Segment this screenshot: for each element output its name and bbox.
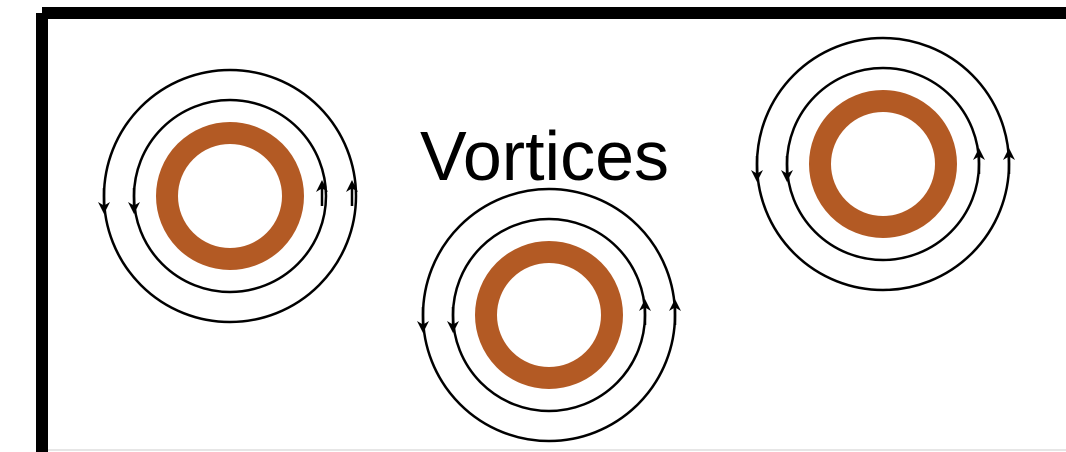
streamline-outer bbox=[423, 189, 675, 441]
diagram-title: Vortices bbox=[420, 117, 669, 195]
vortex-right bbox=[757, 38, 1009, 290]
vortex-left bbox=[104, 70, 356, 322]
streamline-outer bbox=[757, 38, 1009, 290]
vortex-ring bbox=[486, 252, 612, 378]
vortex-center bbox=[423, 189, 675, 441]
vortex-ring bbox=[167, 133, 293, 259]
streamline-outer bbox=[104, 70, 356, 322]
vortex-ring bbox=[820, 101, 946, 227]
